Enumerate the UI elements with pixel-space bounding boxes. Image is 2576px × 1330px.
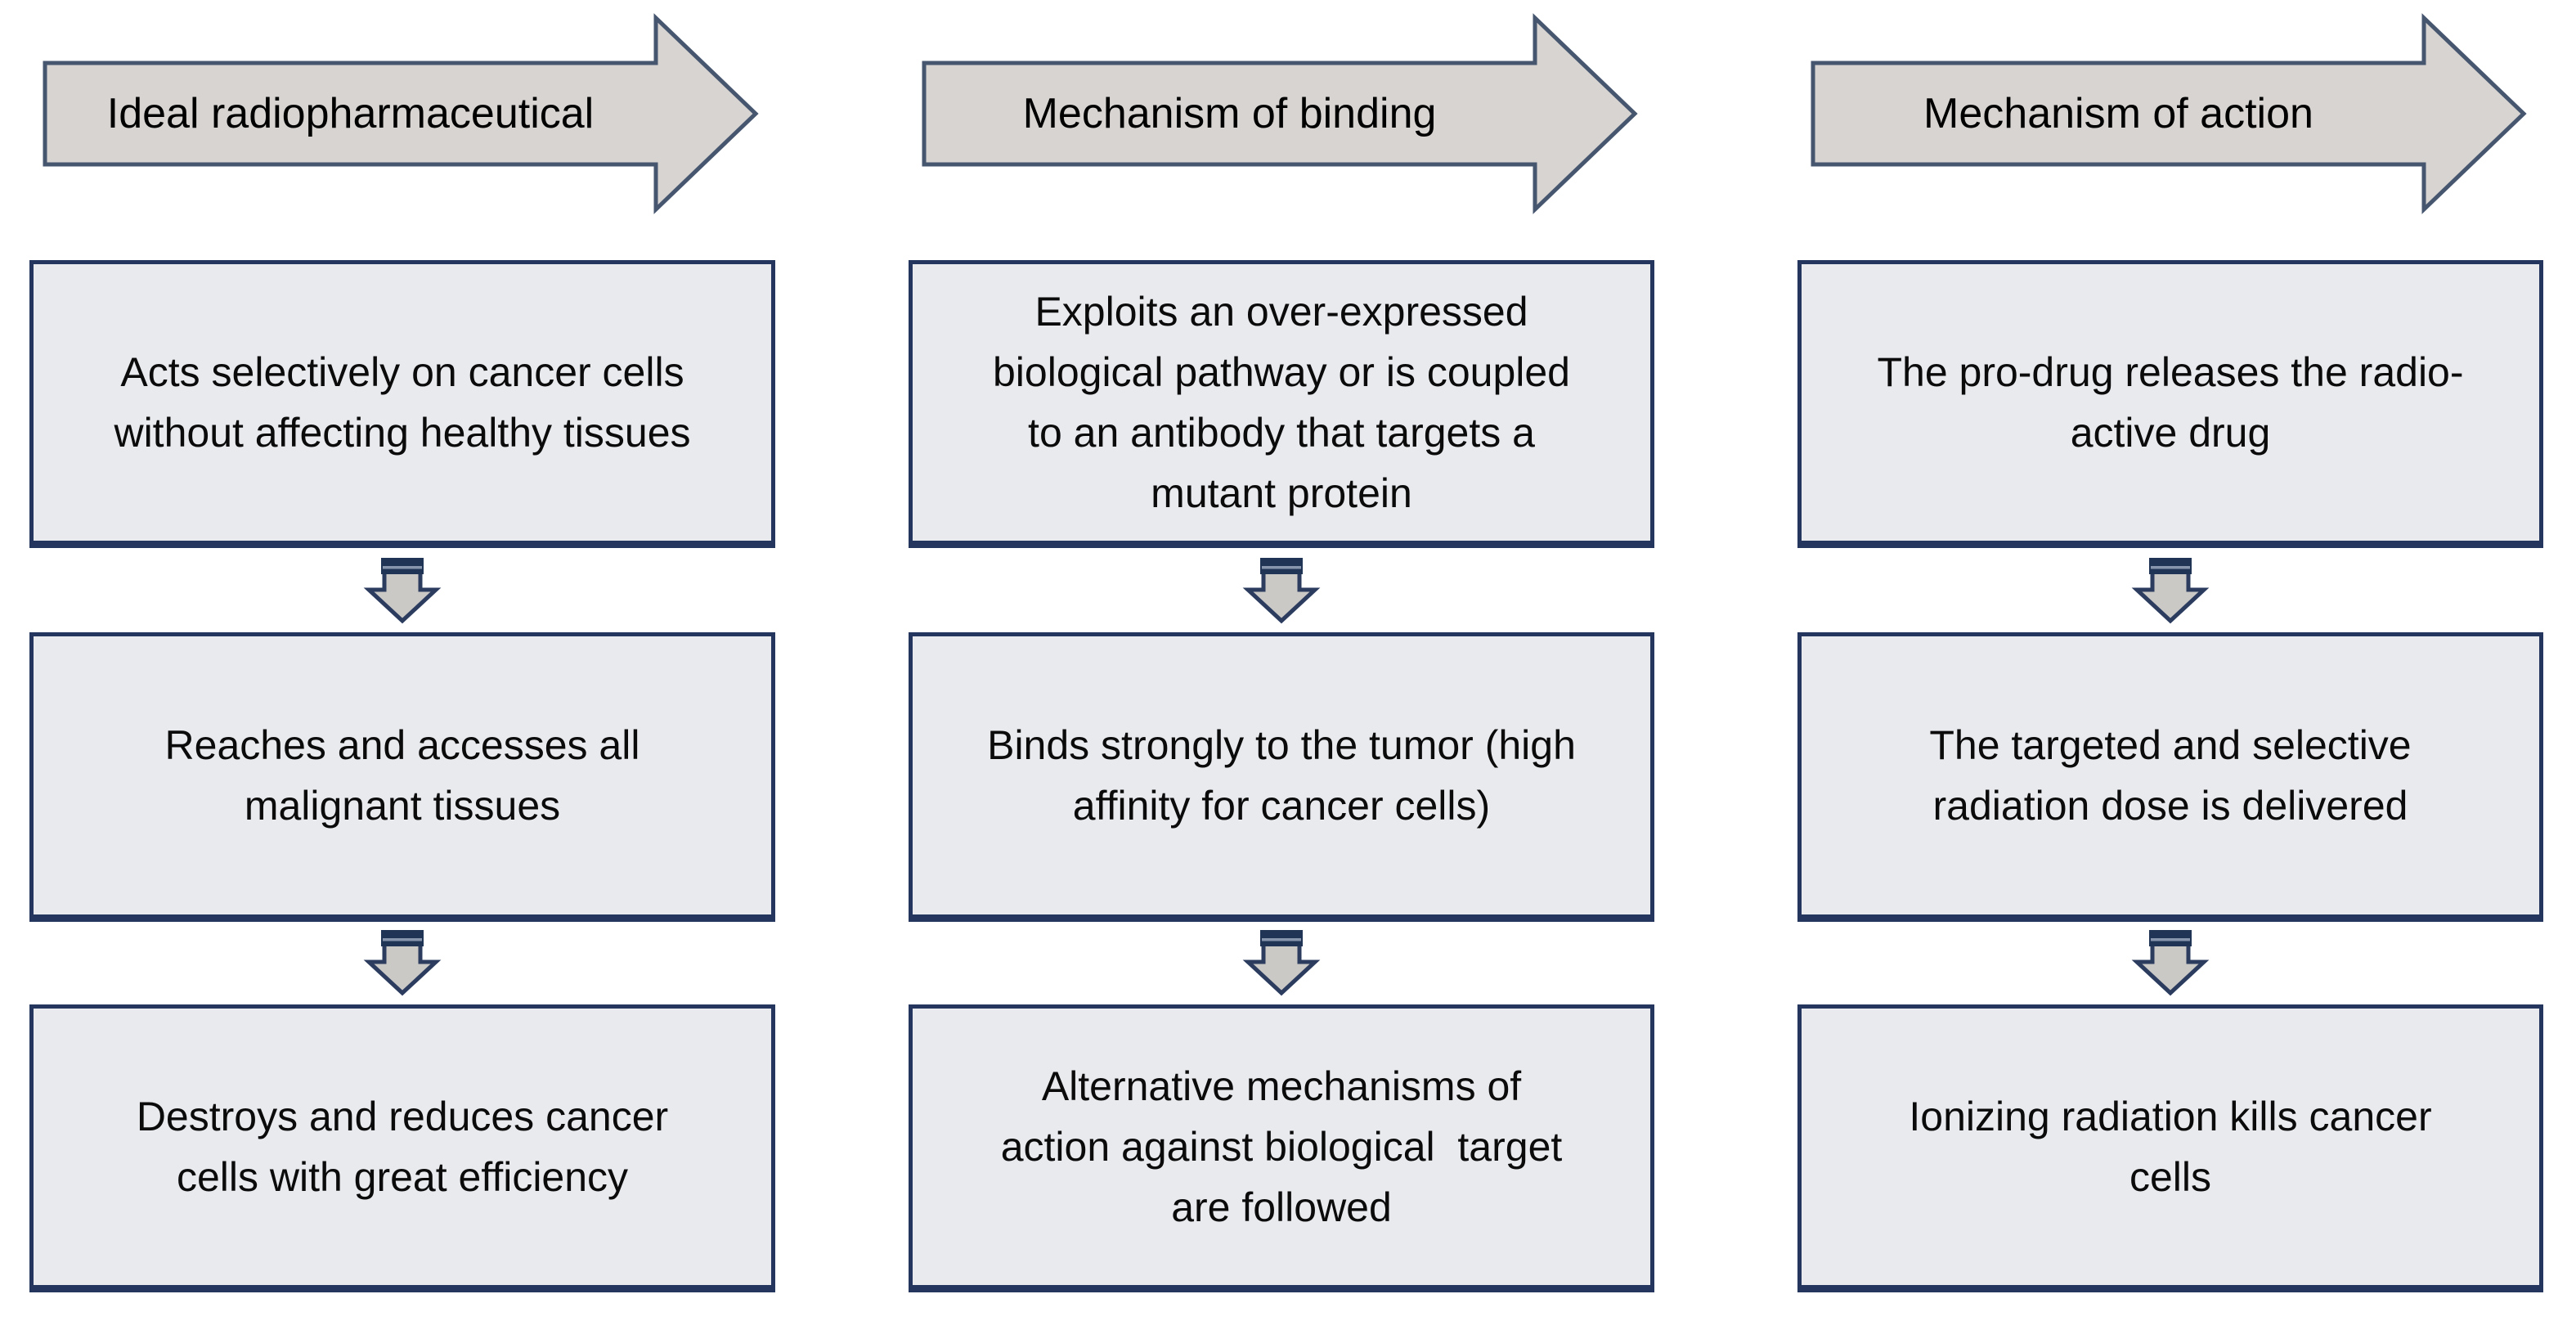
down-arrow-icon	[363, 557, 442, 626]
step-box: The targeted and selective radiation dos…	[1797, 632, 2543, 922]
down-arrow-icon	[1242, 929, 1321, 998]
column-mechanism-of-action: Mechanism of action The pro-drug release…	[1797, 0, 2543, 1330]
column-ideal-radiopharmaceutical: Ideal radiopharmaceutical Acts selective…	[29, 0, 775, 1330]
step-box: Destroys and reduces cancer cells with g…	[29, 1004, 775, 1292]
header-label: Mechanism of binding	[1022, 90, 1437, 137]
step-box: Acts selectively on cancer cells without…	[29, 260, 775, 548]
step-box: Binds strongly to the tumor (high affini…	[909, 632, 1654, 922]
right-arrow-icon	[43, 13, 759, 214]
step-box: Ionizing radiation kills cancer cells	[1797, 1004, 2543, 1292]
down-arrow-icon	[363, 929, 442, 998]
header-arrow-ideal-radiopharmaceutical: Ideal radiopharmaceutical	[43, 11, 762, 216]
header-arrow-mechanism-of-action: Mechanism of action	[1811, 11, 2530, 216]
header-label: Ideal radiopharmaceutical	[106, 90, 595, 137]
header-label: Mechanism of action	[1923, 90, 2313, 137]
column-mechanism-of-binding: Mechanism of binding Exploits an over-ex…	[909, 0, 1654, 1330]
right-arrow-icon	[922, 13, 1638, 214]
step-box: Alternative mechanisms of action against…	[909, 1004, 1654, 1292]
right-arrow-icon	[1811, 13, 2527, 214]
down-arrow-icon	[2131, 929, 2210, 998]
down-arrow-icon	[2131, 557, 2210, 626]
step-box: Reaches and accesses all malignant tissu…	[29, 632, 775, 922]
header-arrow-mechanism-of-binding: Mechanism of binding	[922, 11, 1641, 216]
down-arrow-icon	[1242, 557, 1321, 626]
step-box: Exploits an over-expressed biological pa…	[909, 260, 1654, 548]
step-box: The pro-drug releases the radio- active …	[1797, 260, 2543, 548]
